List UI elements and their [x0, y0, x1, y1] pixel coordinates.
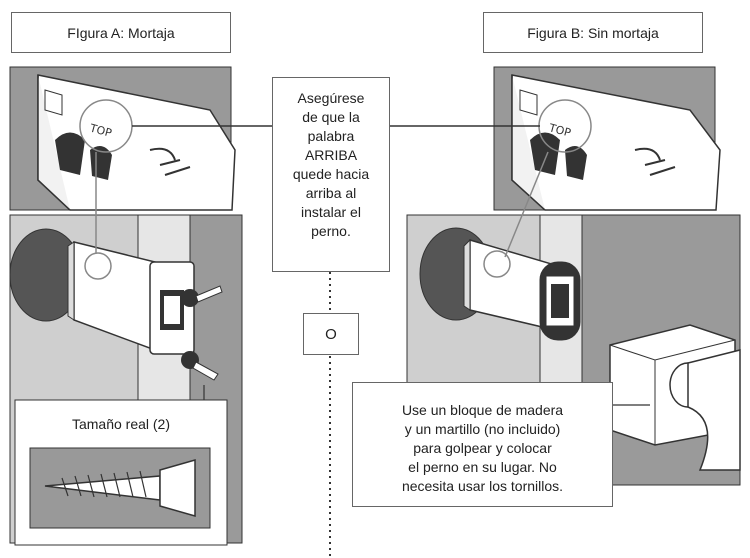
figure-b-latch-closeup: TOP	[493, 66, 721, 211]
top-orientation-callout: Asegúrese de que la palabra ARRIBA quede…	[272, 77, 390, 272]
callout-line: necesita usar los tornillos.	[401, 478, 564, 494]
hammer-icon	[669, 349, 741, 471]
actual-size-screw-panel	[14, 399, 228, 546]
wood-block-callout: Use un bloque de madera y un martillo (n…	[352, 382, 613, 507]
callout-line: el perno en su lugar. No	[408, 459, 557, 475]
figure-a-title: FIgura A: Mortaja	[11, 12, 231, 53]
figure-b-title: Figura B: Sin mortaja	[483, 12, 703, 53]
callout-line: instalar el	[301, 204, 361, 220]
latch-top-marking-a: TOP	[88, 121, 114, 140]
latch-top-marking-b: TOP	[547, 121, 573, 140]
callout-line: para golpear y colocar	[413, 440, 552, 456]
callout-line: quede hacia	[292, 166, 370, 182]
callout-line: palabra	[307, 128, 355, 144]
actual-size-screw-icon	[44, 459, 196, 517]
callout-line: y un martillo (no incluido)	[404, 421, 561, 437]
screw-size-label: Tamaño real (2)	[71, 416, 171, 432]
callout-line: Asegúrese	[297, 90, 365, 106]
callout-line: de que la	[302, 109, 360, 125]
callout-line: Use un bloque de madera	[401, 402, 564, 418]
latch-bolt-face	[539, 261, 581, 341]
or-label: O	[303, 313, 359, 355]
callout-line: perno.	[311, 223, 351, 239]
screw-bottom	[181, 351, 219, 381]
callout-line: arriba al	[305, 185, 357, 201]
screw-top	[181, 285, 223, 307]
callout-line: ARRIBA	[304, 147, 358, 163]
figure-a-latch-closeup: TOP	[9, 66, 236, 211]
